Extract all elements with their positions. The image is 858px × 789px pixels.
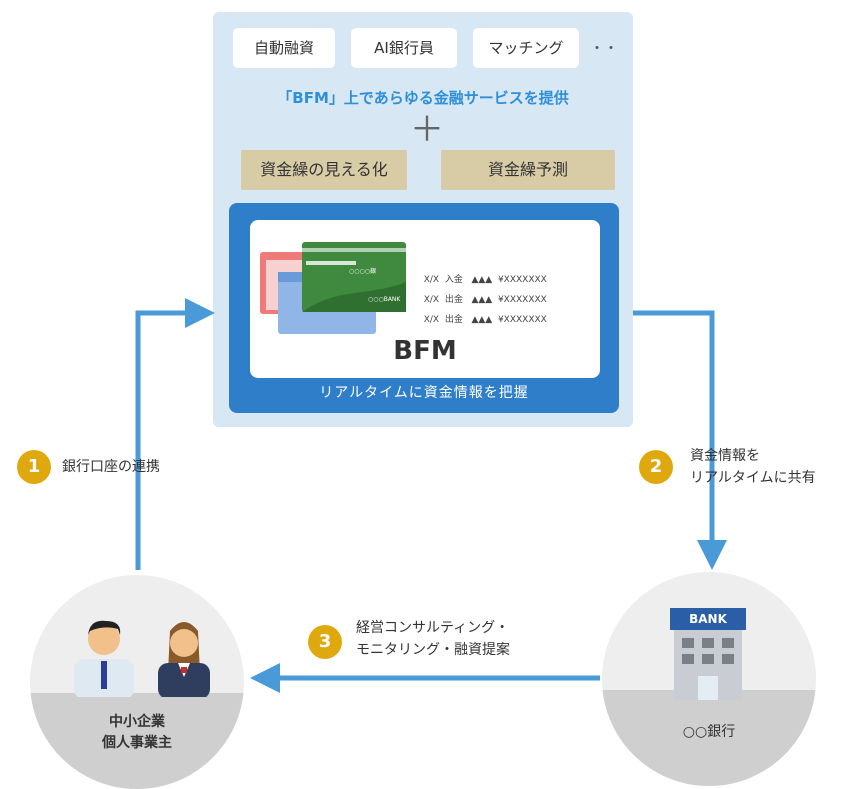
step-1-label: 銀行口座の連携 — [62, 459, 160, 475]
bank-building-icon — [670, 608, 746, 700]
bank-actor: BANK ○○銀行 — [602, 572, 816, 786]
transaction-row: X/X 出金 ▲▲▲ ¥XXXXXXX — [423, 295, 547, 305]
service-ellipsis: ・・ — [590, 41, 618, 57]
transaction-row: X/X 入金 ▲▲▲ ¥XXXXXXX — [423, 275, 547, 285]
business-actor: 中小企業 個人事業主 — [30, 575, 244, 789]
service-matching: マッチング — [473, 28, 579, 68]
bank-cards-illustration — [260, 242, 406, 334]
business-people-icon — [74, 620, 210, 697]
bank-label: ○○銀行 — [682, 724, 736, 740]
plus-icon: ＋ — [410, 110, 444, 150]
step-2-label: 資金情報を リアルタイムに共有 — [690, 448, 816, 486]
service-ai-banker: AI銀行員 — [351, 28, 457, 68]
bfm-caption: リアルタイムに資金情報を把握 — [319, 385, 529, 401]
arrow-share-to-bank — [633, 310, 727, 570]
feature-cashflow-forecast: 資金繰予測 — [441, 150, 615, 190]
business-label-sole-proprietor: 個人事業主 — [102, 735, 172, 751]
feature-cashflow-visualization: 資金繰の見える化 — [241, 150, 407, 190]
step-3-label: 経営コンサルティング・ モニタリング・融資提案 — [356, 620, 510, 658]
transaction-row: X/X 出金 ▲▲▲ ¥XXXXXXX — [423, 315, 547, 325]
card-bank-name: ○○○○銀 — [349, 268, 376, 275]
step-3-badge: 3 — [308, 625, 342, 659]
business-base — [30, 693, 244, 789]
bank-sign: BANK — [689, 612, 727, 626]
bank-base — [602, 690, 816, 786]
headline: 「BFM」上であらゆる金融サービスを提供 — [277, 89, 569, 107]
service-auto-loan: 自動融資 — [233, 28, 335, 68]
step-1-badge: 1 — [17, 450, 51, 484]
bfm-title: BFM — [393, 336, 457, 366]
arrow-link-accounts — [135, 298, 215, 570]
business-label-sme: 中小企業 — [109, 714, 165, 730]
step-2-badge: 2 — [639, 450, 673, 484]
card-bank-logo: ○○○BANK — [368, 296, 401, 303]
